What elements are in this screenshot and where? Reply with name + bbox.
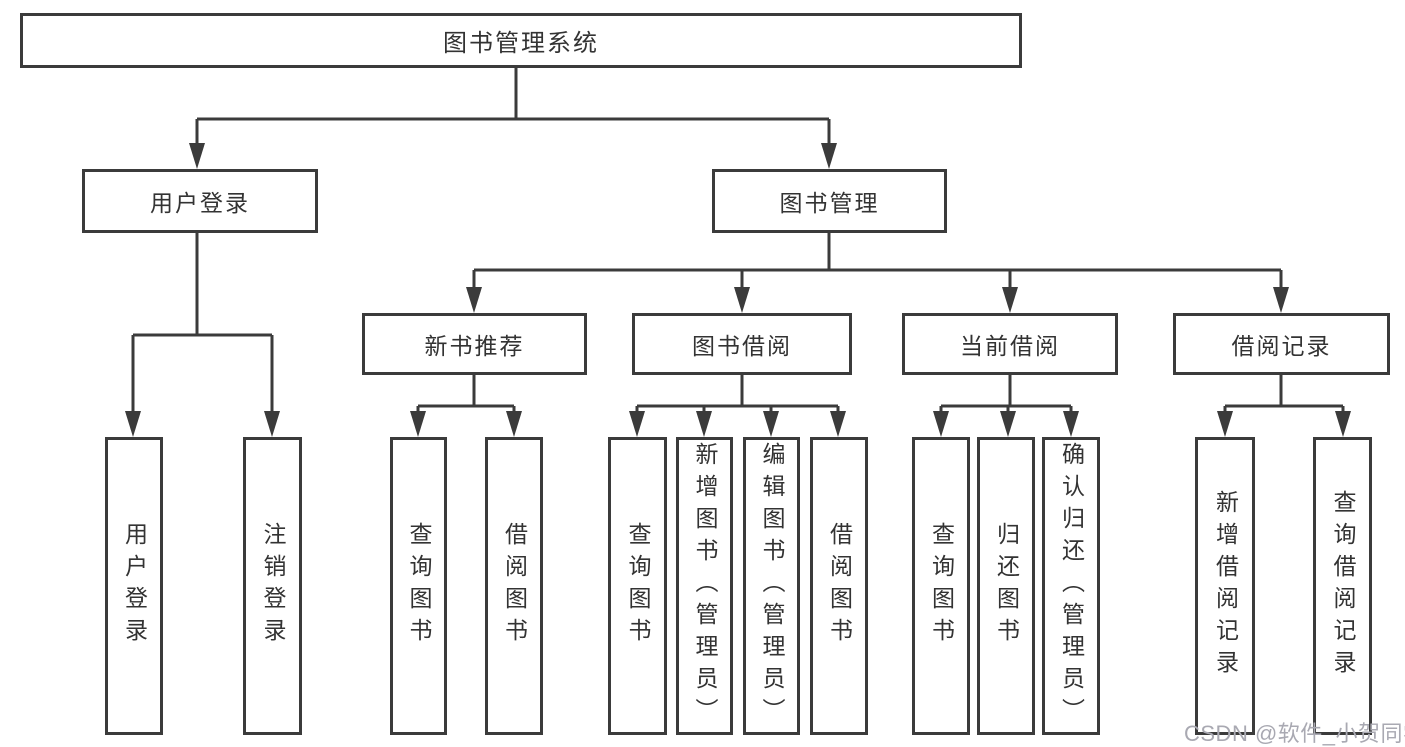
connector-userlogin-to-leaves (125, 233, 280, 437)
connector-borrowrecord-to-leaves (1217, 375, 1351, 437)
leaf-label: 查询借阅记录 (1330, 490, 1356, 682)
arrowhead-icon (696, 411, 712, 437)
arrowhead-icon (506, 411, 522, 437)
leaf-label: 查询图书 (406, 522, 432, 650)
arrowhead-icon (1063, 411, 1079, 437)
node-new-book-recommend: 新书推荐 (362, 313, 587, 375)
leaf-label: 查询图书 (928, 522, 955, 650)
arrowhead-icon (821, 143, 837, 169)
leaf-label: 借阅图书 (826, 522, 853, 650)
arrowhead-icon (189, 143, 205, 169)
arrowhead-icon (1273, 287, 1289, 313)
leaf-label: 归还图书 (993, 522, 1020, 650)
leaf-add-book-admin: 新增图书（管理员） (676, 437, 733, 735)
arrowhead-icon (410, 411, 426, 437)
arrowhead-icon (1002, 287, 1018, 313)
leaf-add-borrow-record: 新增借阅记录 (1195, 437, 1255, 735)
leaf-query-book-recommend: 查询图书 (390, 437, 447, 735)
leaf-logout: 注销登录 (243, 437, 302, 735)
leaf-query-borrow-record: 查询借阅记录 (1313, 437, 1372, 735)
connector-line (635, 375, 840, 419)
node-user-login: 用户登录 (82, 169, 318, 233)
arrowhead-icon (933, 411, 949, 437)
arrowhead-icon (1335, 411, 1351, 437)
connector-line (195, 68, 831, 151)
leaf-return-book: 归还图书 (977, 437, 1035, 735)
connector-currentborrow-to-leaves (933, 375, 1079, 437)
arrowhead-icon (125, 411, 141, 437)
connector-newbookrec-to-leaves (410, 375, 522, 437)
arrowhead-icon (1217, 411, 1233, 437)
node-borrow-record: 借阅记录 (1173, 313, 1390, 375)
node-current-borrow: 当前借阅 (902, 313, 1118, 375)
node-root-system: 图书管理系统 (20, 13, 1022, 68)
leaf-label: 确认归还（管理员） (1058, 442, 1085, 730)
connector-root-to-level2 (189, 68, 837, 169)
connector-line (131, 233, 274, 419)
leaf-user-login: 用户登录 (105, 437, 163, 735)
node-book-borrow: 图书借阅 (632, 313, 852, 375)
connector-line (416, 375, 516, 419)
leaf-query-book-borrow: 查询图书 (608, 437, 667, 735)
leaf-borrow-book: 借阅图书 (810, 437, 868, 735)
leaf-query-book-current: 查询图书 (912, 437, 970, 735)
connector-line (472, 233, 1283, 295)
leaf-label: 新增借阅记录 (1212, 490, 1239, 682)
arrowhead-icon (734, 287, 750, 313)
connector-bookborrow-to-leaves (629, 375, 846, 437)
leaf-confirm-return-admin: 确认归还（管理员） (1042, 437, 1100, 735)
arrowhead-icon (763, 411, 779, 437)
leaf-label: 查询图书 (625, 522, 651, 650)
leaf-label: 新增图书（管理员） (692, 442, 718, 730)
connector-line (1223, 375, 1345, 419)
leaf-label: 借阅图书 (501, 522, 528, 650)
leaf-label: 编辑图书（管理员） (759, 442, 785, 730)
arrowhead-icon (629, 411, 645, 437)
arrowhead-icon (1000, 411, 1016, 437)
arrowhead-icon (830, 411, 846, 437)
leaf-label: 注销登录 (260, 522, 286, 650)
arrowhead-icon (466, 287, 482, 313)
arrowhead-icon (264, 411, 280, 437)
leaf-edit-book-admin: 编辑图书（管理员） (743, 437, 800, 735)
node-book-management: 图书管理 (712, 169, 947, 233)
connector-bookmgmt-to-level3 (466, 233, 1289, 313)
leaf-label: 用户登录 (121, 522, 148, 650)
connector-line (939, 375, 1073, 419)
csdn-watermark: CSDN @软件_小贺同学 (1184, 721, 1405, 746)
leaf-borrow-book-recommend: 借阅图书 (485, 437, 543, 735)
